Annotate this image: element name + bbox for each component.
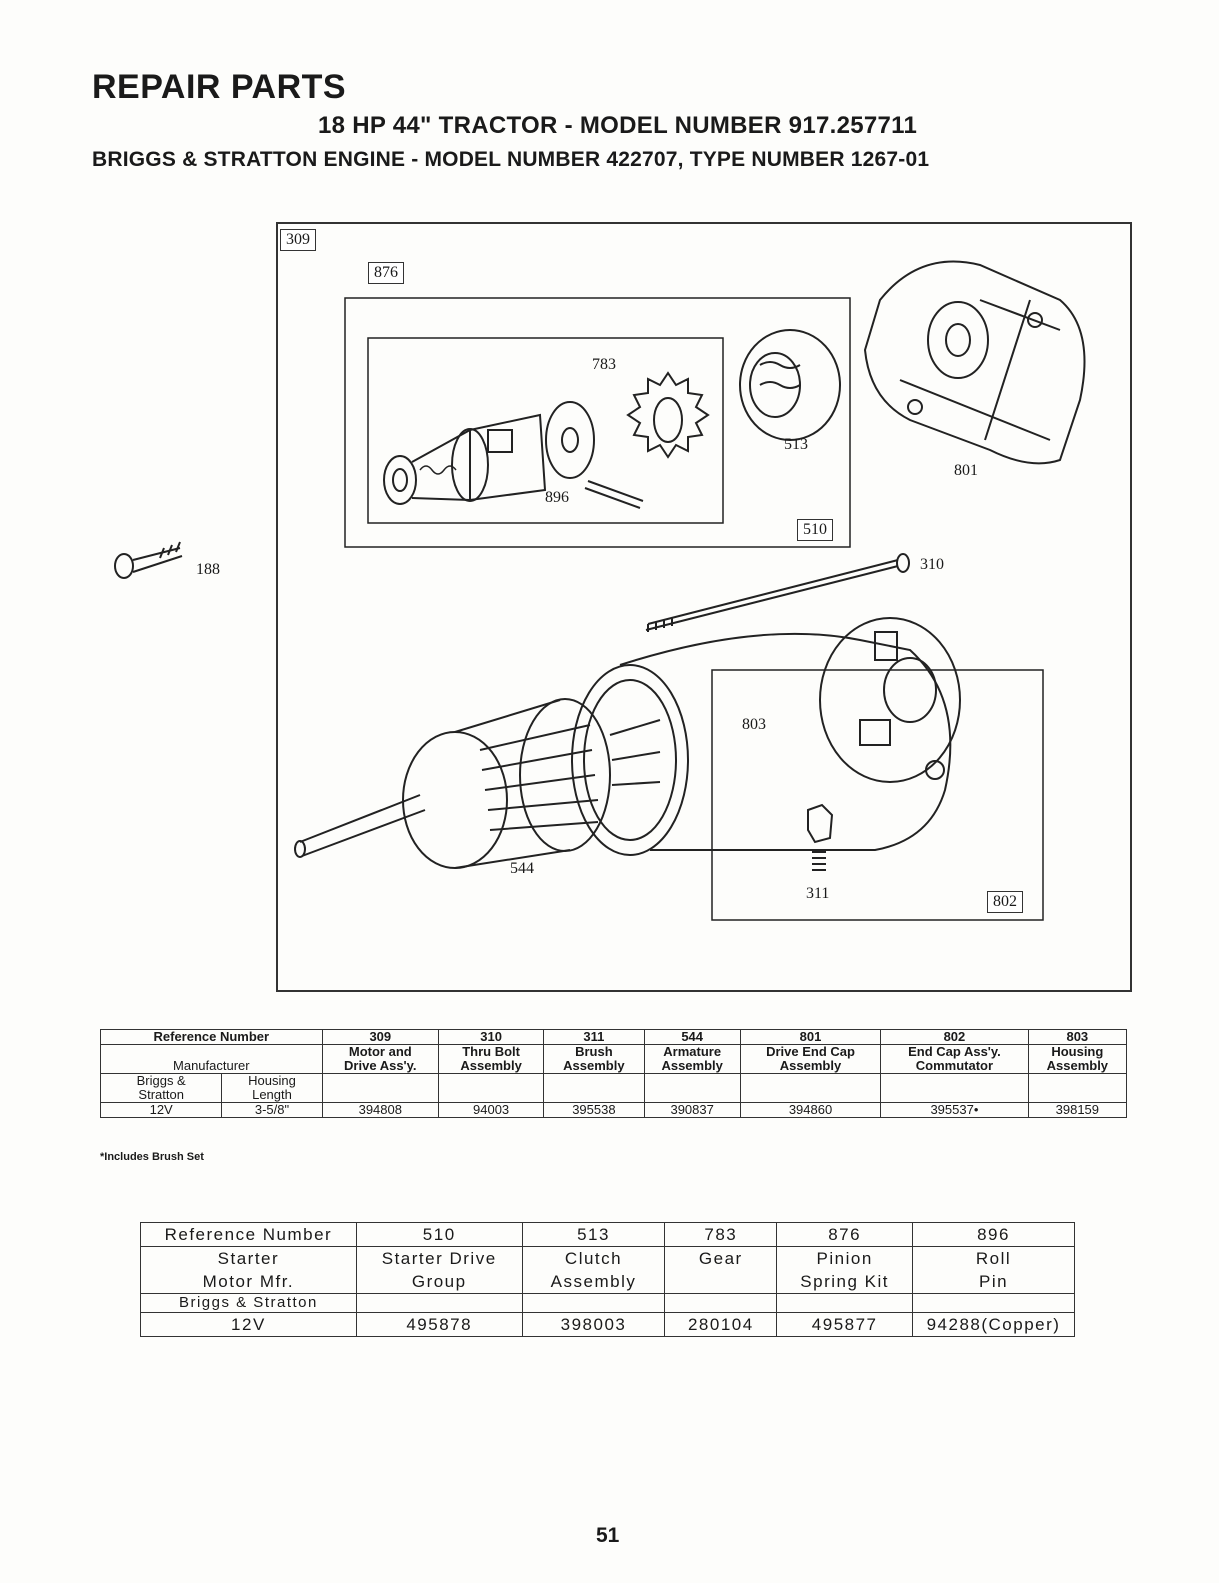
ref-number-label: Reference Number xyxy=(140,1222,357,1247)
pinion-spring-part xyxy=(383,413,547,505)
ref-cell: 310 xyxy=(437,1029,545,1045)
callout-801: 801 xyxy=(954,462,978,479)
part-name-cell: Gear xyxy=(664,1246,778,1294)
table-row: Reference Number 309 310 311 544 801 802… xyxy=(100,1029,1128,1045)
part-number-cell: 94288(Copper) xyxy=(912,1312,1075,1337)
armature-part xyxy=(294,698,661,869)
voltage-cell: 12V xyxy=(140,1312,357,1337)
callout-188: 188 xyxy=(196,561,220,578)
part-name-cell: End Cap Ass'y.Commutator xyxy=(880,1044,1029,1074)
washer-part xyxy=(545,401,595,479)
callout-802: 802 xyxy=(987,891,1023,913)
drive-group-outline xyxy=(344,297,851,548)
callout-310: 310 xyxy=(920,556,944,573)
callout-311: 311 xyxy=(806,885,830,902)
callout-896: 896 xyxy=(545,489,569,506)
housing-part xyxy=(571,632,952,856)
starter-drive-parts-table: Reference Number 510 513 783 876 896 Sta… xyxy=(140,1222,1075,1337)
table-row: Reference Number 510 513 783 876 896 xyxy=(140,1222,1075,1247)
table-row: Briggs & Stratton xyxy=(140,1293,1075,1313)
part-number-cell: 394860 xyxy=(739,1102,882,1118)
manufacturer-name-cell: Briggs &Stratton xyxy=(99,1073,223,1103)
screw-part xyxy=(114,541,183,579)
ref-cell: 513 xyxy=(521,1222,666,1247)
part-number-cell: 94003 xyxy=(437,1102,545,1118)
brush-set-footnote: *Includes Brush Set xyxy=(100,1151,204,1163)
ref-cell: 783 xyxy=(664,1222,778,1247)
commutator-end-cap-part xyxy=(819,617,961,783)
motor-parts-table: Reference Number 309 310 311 544 801 802… xyxy=(99,1029,1128,1118)
page-number: 51 xyxy=(596,1524,620,1547)
ref-cell: 876 xyxy=(776,1222,914,1247)
pinion-kit-outline xyxy=(367,337,724,524)
callout-544: 544 xyxy=(510,860,534,877)
manufacturer-label: Manufacturer xyxy=(100,1044,323,1074)
callout-309: 309 xyxy=(280,229,316,251)
length-cell: 3-5/8" xyxy=(221,1102,323,1118)
part-number-cell: 398003 xyxy=(521,1312,666,1337)
tractor-model-heading: 18 HP 44" TRACTOR - MODEL NUMBER 917.257… xyxy=(318,112,918,139)
end-cap-outline xyxy=(711,669,1044,921)
brush-spring-part xyxy=(807,803,834,871)
starter-motor-illustration xyxy=(114,260,1086,921)
clutch-part xyxy=(739,329,841,441)
exploded-diagram-frame xyxy=(276,222,1132,992)
table-row: 12V 495878 398003 280104 495877 94288(Co… xyxy=(140,1312,1075,1337)
callout-803: 803 xyxy=(742,716,766,733)
part-number-cell: 394808 xyxy=(321,1102,439,1118)
thru-bolt-part xyxy=(645,553,910,632)
part-number-cell: 495878 xyxy=(355,1312,523,1337)
part-number-cell: 398159 xyxy=(1027,1102,1128,1118)
part-number-cell: 395537• xyxy=(880,1102,1029,1118)
voltage-cell: 12V xyxy=(99,1102,223,1118)
part-number-cell: 495877 xyxy=(776,1312,914,1337)
ref-number-label: Reference Number xyxy=(100,1029,323,1045)
table-row: 12V 3-5/8" 394808 94003 395538 390837 39… xyxy=(99,1102,1128,1118)
callout-510: 510 xyxy=(797,519,833,541)
callout-513: 513 xyxy=(784,436,808,453)
manufacturer-name-cell: Briggs & Stratton xyxy=(140,1293,357,1313)
callout-876: 876 xyxy=(368,262,404,284)
engine-model-heading: BRIGGS & STRATTON ENGINE - MODEL NUMBER … xyxy=(92,148,930,171)
page-title: REPAIR PARTS xyxy=(92,68,347,106)
gear-part xyxy=(626,371,710,459)
drive-end-cap-part xyxy=(863,260,1086,465)
part-number-cell: 390837 xyxy=(643,1102,741,1118)
ref-cell: 311 xyxy=(543,1029,645,1045)
ref-cell: 510 xyxy=(355,1222,523,1247)
ref-cell: 309 xyxy=(321,1029,439,1045)
callout-783: 783 xyxy=(592,356,616,373)
roll-pin-part xyxy=(584,480,644,509)
ref-cell: 802 xyxy=(880,1029,1029,1045)
ref-cell: 896 xyxy=(912,1222,1075,1247)
part-number-cell: 395538 xyxy=(543,1102,645,1118)
ref-cell: 544 xyxy=(643,1029,741,1045)
ref-cell: 803 xyxy=(1027,1029,1128,1045)
part-number-cell: 280104 xyxy=(664,1312,778,1337)
ref-cell: 801 xyxy=(739,1029,882,1045)
